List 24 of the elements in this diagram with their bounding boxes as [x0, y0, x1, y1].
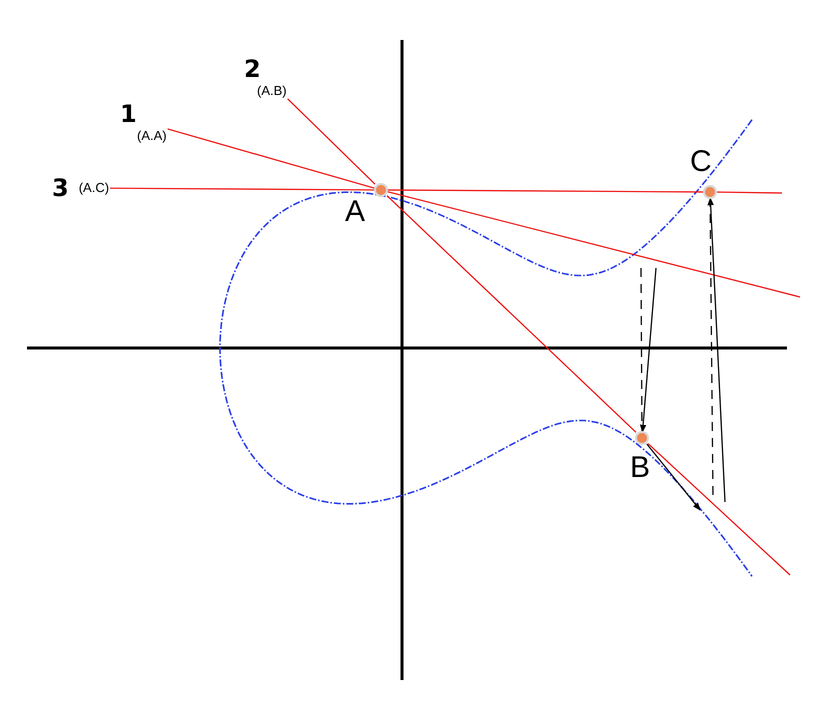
arrow: [646, 444, 700, 511]
secant-line: [386, 190, 800, 298]
line-caption: (A.A): [137, 128, 167, 144]
secant-line: [648, 443, 790, 576]
line-caption: (A.C): [78, 180, 110, 196]
line-caption: (A.B): [257, 83, 287, 99]
point-label: C: [690, 146, 712, 178]
arrow: [640, 268, 657, 433]
point-label: A: [345, 196, 366, 228]
intersection-point: [637, 433, 647, 443]
intersection-point: [705, 187, 715, 197]
line-number: 3: [52, 174, 69, 202]
line-number: 1: [120, 100, 138, 128]
secant-line: [287, 98, 376, 185]
secant-line: [387, 189, 704, 193]
secant-line: [110, 188, 375, 191]
intersection-point: [376, 185, 386, 195]
secant-line: [386, 195, 636, 433]
secant-line: [167, 128, 376, 189]
arrow: [707, 197, 726, 502]
secant-line: [716, 191, 782, 194]
line-number: 2: [244, 55, 262, 83]
point-label: B: [630, 452, 650, 484]
dashed-line: [640, 268, 643, 432]
